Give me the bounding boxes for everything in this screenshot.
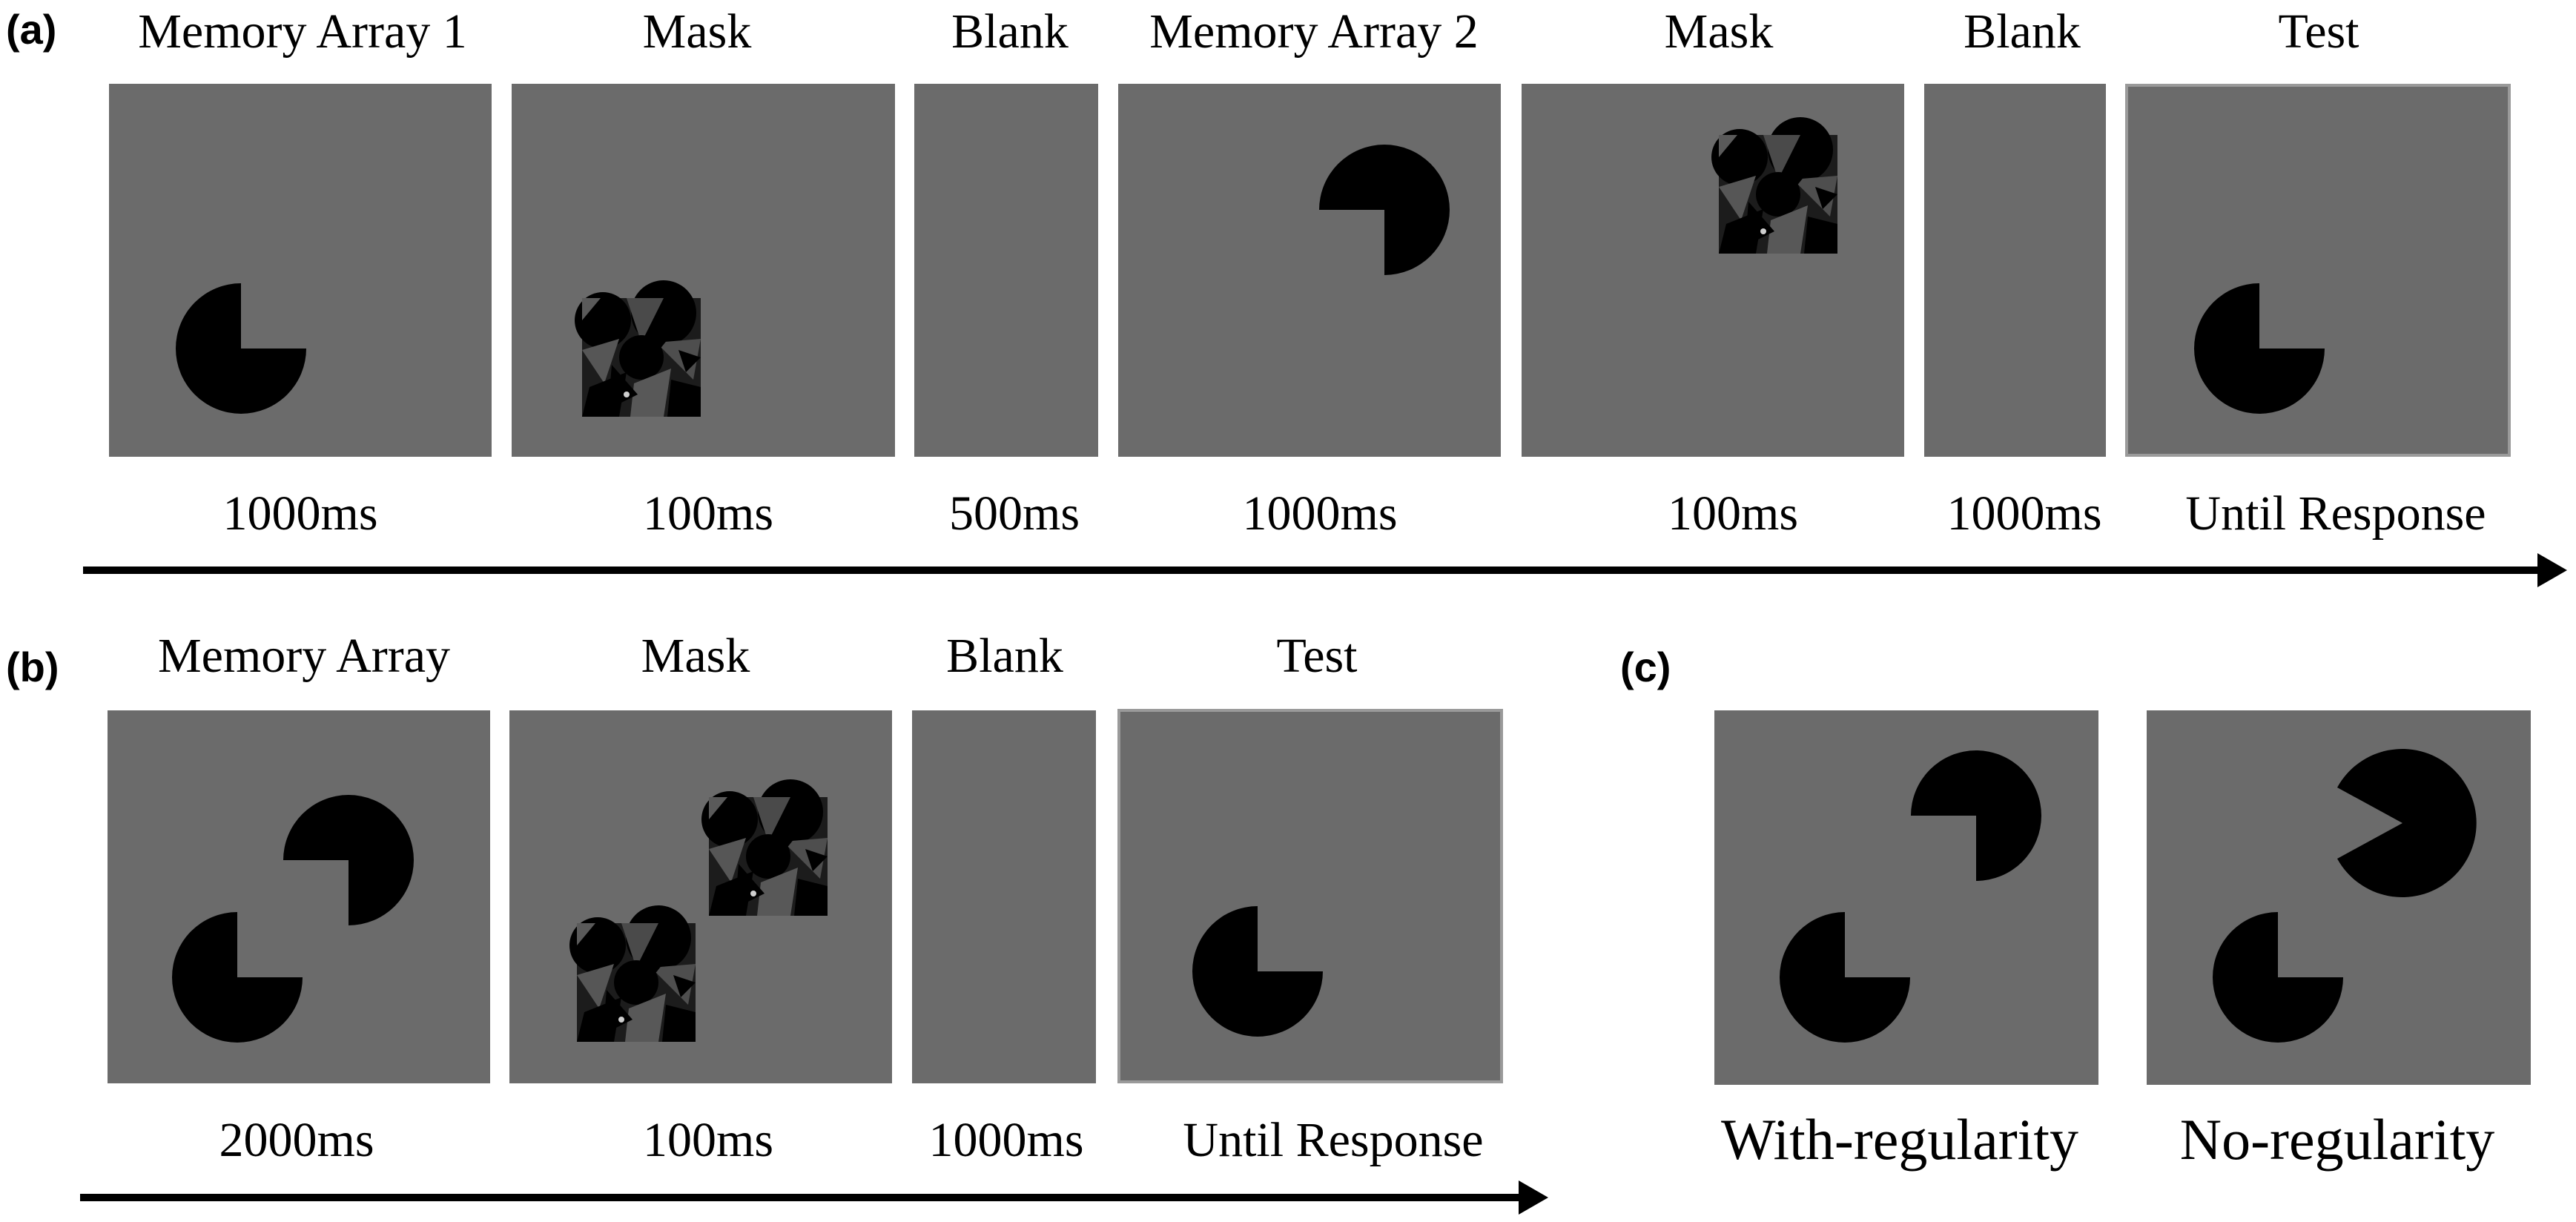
b-blank-frame <box>912 710 1096 1083</box>
a-mask-2-frame <box>1522 84 1904 457</box>
pacman-stimulus-icon <box>2337 749 2477 897</box>
b-frame-4-label: Test <box>1276 629 1358 683</box>
timeline-arrow-icon <box>80 1180 1548 1215</box>
b-memory-array-frame <box>108 710 490 1083</box>
a-frame-1-label: Memory Array 1 <box>138 4 467 59</box>
panel-b-letter: (b) <box>6 644 59 690</box>
a-frame-2-label: Mask <box>642 4 752 59</box>
b-test-frame <box>1117 709 1503 1083</box>
a-memory-array-2-frame <box>1118 84 1501 457</box>
a-test-frame <box>2125 84 2511 457</box>
b-frame-3-duration: 1000ms <box>928 1113 1084 1167</box>
a-frame-7-label: Test <box>2278 4 2359 59</box>
a-frame-2-duration: 100ms <box>642 486 774 541</box>
pacman-stimulus-icon <box>1911 750 2041 881</box>
c-no-regularity-frame <box>2147 710 2531 1085</box>
noise-mask-icon <box>701 779 828 916</box>
pacman-stimulus-icon <box>283 795 414 925</box>
noise-mask-icon <box>575 280 701 417</box>
pacman-stimulus-icon <box>1780 912 1910 1043</box>
b-frame-4-duration: Until Response <box>1183 1113 1484 1167</box>
noise-mask-icon <box>569 905 696 1042</box>
pacman-stimulus-icon <box>176 283 306 414</box>
a-frame-7-duration: Until Response <box>2185 486 2486 541</box>
b-mask-frame <box>509 710 892 1083</box>
a-frame-5-duration: 100ms <box>1667 486 1799 541</box>
a-blank-1-frame <box>914 84 1098 457</box>
b-frame-2-duration: 100ms <box>642 1113 774 1167</box>
a-blank-2-frame <box>1924 84 2106 457</box>
pacman-stimulus-icon <box>1319 145 1450 275</box>
timeline-arrow-icon <box>83 553 2567 587</box>
a-frame-4-label: Memory Array 2 <box>1149 4 1479 59</box>
a-frame-3-duration: 500ms <box>948 486 1080 541</box>
a-frame-4-duration: 1000ms <box>1242 486 1398 541</box>
a-frame-6-label: Blank <box>1964 4 2081 59</box>
b-frame-1-duration: 2000ms <box>219 1113 374 1167</box>
c-no-regularity-label: No-regularity <box>2179 1107 2495 1172</box>
pacman-stimulus-icon <box>172 912 303 1043</box>
panel-c-letter: (c) <box>1620 644 1671 690</box>
b-frame-3-label: Blank <box>946 629 1063 683</box>
pacman-stimulus-icon <box>2194 283 2325 414</box>
a-mask-1-frame <box>512 84 895 457</box>
a-memory-array-1-frame <box>109 84 492 457</box>
panel-a-letter: (a) <box>6 6 57 53</box>
a-frame-6-duration: 1000ms <box>1946 486 2102 541</box>
noise-mask-icon <box>1711 117 1837 254</box>
c-with-regularity-label: With-regularity <box>1720 1107 2079 1172</box>
pacman-stimulus-icon <box>1192 906 1323 1037</box>
c-with-regularity-frame <box>1714 710 2098 1085</box>
b-frame-2-label: Mask <box>641 629 750 683</box>
b-frame-1-label: Memory Array <box>157 629 451 683</box>
a-frame-1-duration: 1000ms <box>222 486 378 541</box>
a-frame-3-label: Blank <box>951 4 1069 59</box>
a-frame-5-label: Mask <box>1664 4 1774 59</box>
pacman-stimulus-icon <box>2213 912 2343 1043</box>
